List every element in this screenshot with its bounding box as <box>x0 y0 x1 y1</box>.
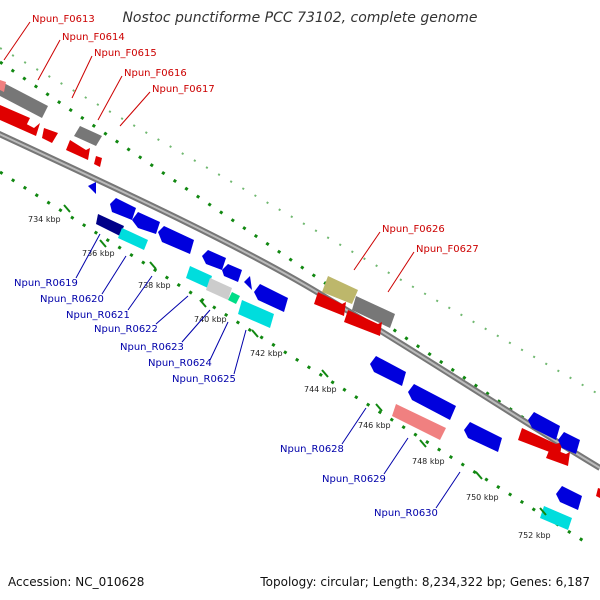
reverse-gene-label: Npun_R0628 <box>280 444 344 455</box>
accession-label: Accession: NC_010628 <box>8 575 145 589</box>
reverse-gene-label: Npun_R0620 <box>40 294 104 305</box>
forward-gene-label: Npun_F0615 <box>94 48 157 59</box>
reverse-cds-feature <box>528 412 560 440</box>
reverse-dotted-guide <box>0 170 591 547</box>
reverse-cds-feature <box>202 250 226 270</box>
outer-dotted-guide <box>0 47 600 396</box>
reverse-cds-feature <box>158 226 194 254</box>
reverse-cds-feature <box>222 264 242 282</box>
forward-cds-feature <box>74 126 102 146</box>
forward-cds-feature <box>352 296 395 328</box>
reverse-rna-feature <box>206 278 232 300</box>
forward-gene-label: Npun_F0617 <box>152 84 215 95</box>
forward-cds-feature <box>42 128 58 143</box>
forward-cds-feature <box>66 140 90 160</box>
reverse-rna-feature <box>228 292 240 304</box>
forward-cds-feature <box>322 276 358 304</box>
reverse-gene-label: Npun_R0623 <box>120 342 184 353</box>
forward-cds-feature <box>314 292 346 316</box>
position-label: 738 kbp <box>138 281 171 290</box>
forward-cds-feature <box>0 110 40 136</box>
forward-cds-feature <box>344 310 382 336</box>
genome-map: 734 kbp 736 kbp 738 kbp 740 kbp 742 kbp … <box>0 14 600 547</box>
forward-features <box>0 80 600 498</box>
topology-label: Topology: circular; Length: 8,234,322 bp… <box>260 575 590 589</box>
forward-cds-feature <box>94 156 102 167</box>
reverse-rna-feature <box>540 506 572 530</box>
reverse-gene-label: Npun_R0625 <box>172 374 236 385</box>
map-title: Nostoc punctiforme PCC 73102, complete g… <box>122 10 478 26</box>
forward-gene-label: Npun_F0626 <box>382 224 445 235</box>
position-label: 742 kbp <box>250 349 283 358</box>
forward-gene-label: Npun_F0627 <box>416 244 479 255</box>
reverse-features <box>88 182 582 530</box>
position-label: 752 kbp <box>518 531 551 540</box>
forward-label-leaders <box>3 21 415 293</box>
reverse-cds-feature <box>392 404 446 440</box>
reverse-cds-feature <box>558 432 580 454</box>
position-label: 748 kbp <box>412 457 445 466</box>
forward-gene-label: Npun_F0614 <box>62 32 125 43</box>
reverse-cds-feature <box>244 276 252 290</box>
position-label: 740 kbp <box>194 315 227 324</box>
reverse-cds-feature <box>556 486 582 510</box>
position-label: 750 kbp <box>466 493 499 502</box>
position-label: 744 kbp <box>304 385 337 394</box>
position-label: 736 kbp <box>82 249 115 258</box>
reverse-label-leaders <box>75 233 461 509</box>
reverse-cds-feature <box>132 212 160 234</box>
reverse-gene-label: Npun_R0630 <box>374 508 438 519</box>
forward-dotted-guide <box>0 60 600 472</box>
reverse-rna-feature <box>238 300 274 328</box>
reverse-gene-label: Npun_R0622 <box>94 324 158 335</box>
forward-cds-feature <box>596 488 600 498</box>
reverse-gene-label: Npun_R0624 <box>148 358 212 369</box>
forward-gene-label: Npun_F0613 <box>32 14 95 25</box>
reverse-cds-feature <box>464 422 502 452</box>
reverse-cds-feature <box>370 356 406 386</box>
reverse-cds-feature <box>110 198 136 220</box>
reverse-cds-feature <box>408 384 456 420</box>
position-label: 734 kbp <box>28 215 61 224</box>
reverse-rna-feature <box>186 266 212 288</box>
position-label: 746 kbp <box>358 421 391 430</box>
reverse-cds-feature <box>88 182 96 194</box>
reverse-gene-label: Npun_R0621 <box>66 310 130 321</box>
forward-gene-label: Npun_F0616 <box>124 68 187 79</box>
reverse-gene-label: Npun_R0619 <box>14 278 78 289</box>
forward-cds-feature <box>0 81 48 118</box>
reverse-rna-feature <box>96 214 124 236</box>
reverse-gene-label: Npun_R0629 <box>322 474 386 485</box>
position-ticks <box>63 204 547 516</box>
forward-cds-feature <box>546 448 570 466</box>
reverse-cds-feature <box>254 284 288 312</box>
reverse-rna-feature <box>118 228 148 250</box>
forward-cds-feature <box>0 80 6 92</box>
